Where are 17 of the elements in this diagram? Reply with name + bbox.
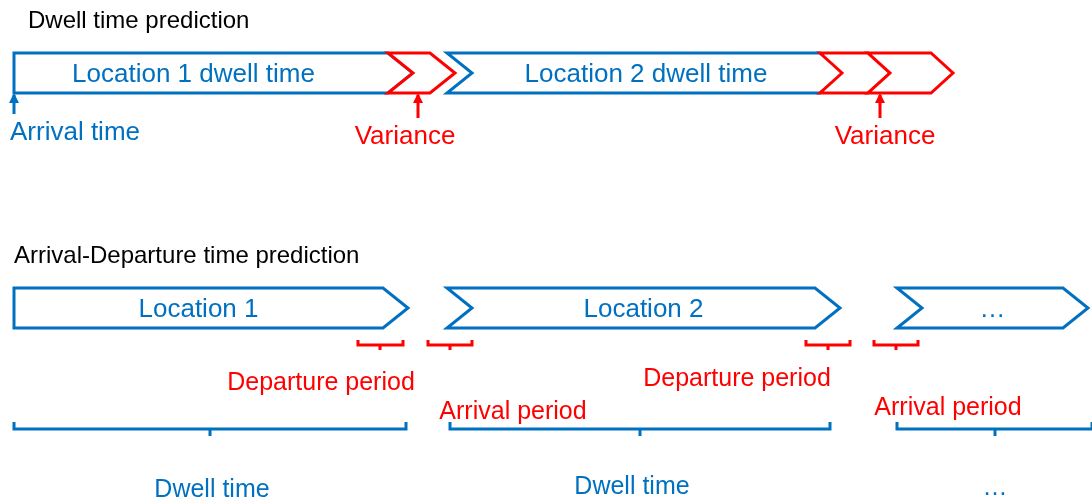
section-title: Dwell time prediction [28,8,251,32]
period-label: Departure period [226,369,416,394]
annotation-text: Arrival time [10,118,140,144]
arrow [874,92,886,118]
arrow [8,92,20,114]
period-label: … [981,474,1009,499]
period-label: Arrival period [873,394,1023,419]
annotation-text: Variance [834,122,936,148]
period-label: Departure period [642,365,832,390]
node-label: Location 1 [138,295,259,321]
section-title: Arrival-Departure time prediction [14,243,361,267]
period-label: Dwell time [573,473,691,498]
arrow [412,92,424,118]
period-label: Arrival period [438,398,588,423]
node-label: Location 1 dwell time [72,60,315,86]
period-label: Dwell time [153,476,271,501]
annotation-text: Variance [354,122,456,148]
